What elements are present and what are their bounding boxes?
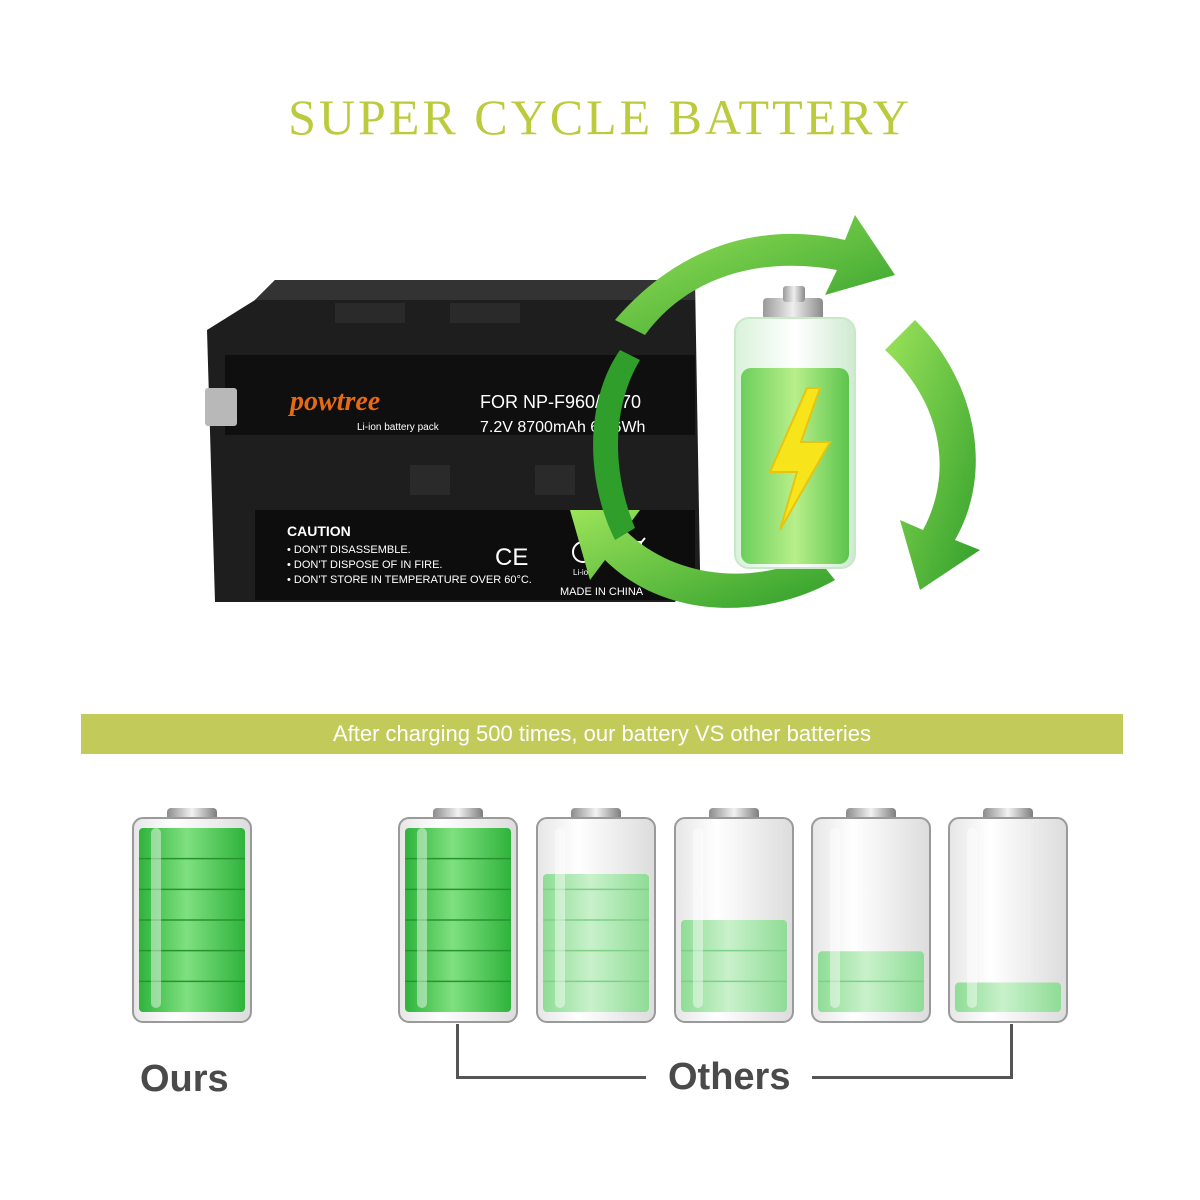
ours-battery-svg bbox=[132, 808, 252, 1023]
comparison-banner: After charging 500 times, our battery VS… bbox=[81, 714, 1123, 754]
caution-title: CAUTION bbox=[287, 523, 351, 539]
brand-subtitle: Li-ion battery pack bbox=[357, 422, 440, 433]
others-bracket-left-horizontal bbox=[456, 1076, 646, 1079]
spec-line: 7.2V 8700mAh 62.6Wh bbox=[480, 419, 645, 436]
caution-line-3: • DON'T STORE IN TEMPERATURE OVER 60°C. bbox=[287, 574, 532, 586]
cycle-arrows-icon bbox=[570, 215, 980, 608]
recycle-label: Li-ion bbox=[573, 568, 593, 577]
other-battery-icon-2 bbox=[535, 808, 657, 1024]
others-bracket-left-vertical bbox=[456, 1024, 459, 1078]
ce-mark: CE bbox=[495, 544, 528, 571]
caution-line-1: • DON'T DISASSEMBLE. bbox=[287, 544, 411, 556]
ours-battery-icon bbox=[131, 808, 253, 1024]
caution-line-2: • DON'T DISPOSE OF IN FIRE. bbox=[287, 559, 443, 571]
other-battery-svg-4 bbox=[811, 808, 931, 1023]
other-battery-svg-1 bbox=[398, 808, 518, 1023]
others-label: Others bbox=[668, 1056, 791, 1098]
brand-logo: powtree bbox=[288, 386, 380, 417]
others-bracket-right-vertical bbox=[1010, 1024, 1013, 1078]
other-battery-icon-4 bbox=[810, 808, 932, 1024]
other-battery-icon-5 bbox=[947, 808, 1069, 1024]
other-battery-svg-5 bbox=[948, 808, 1068, 1023]
other-battery-icon-1 bbox=[397, 808, 519, 1024]
other-battery-icon-3 bbox=[673, 808, 795, 1024]
other-battery-svg-2 bbox=[536, 808, 656, 1023]
origin-label: MADE IN CHINA bbox=[560, 586, 644, 598]
others-bracket-right-horizontal bbox=[812, 1076, 1013, 1079]
ours-label: Ours bbox=[140, 1058, 229, 1100]
charging-cell-icon bbox=[734, 286, 856, 569]
other-battery-svg-3 bbox=[674, 808, 794, 1023]
product-image: powtree Li-ion battery pack FOR NP-F960/… bbox=[195, 210, 1025, 660]
headline: SUPER CYCLE BATTERY bbox=[288, 89, 912, 145]
